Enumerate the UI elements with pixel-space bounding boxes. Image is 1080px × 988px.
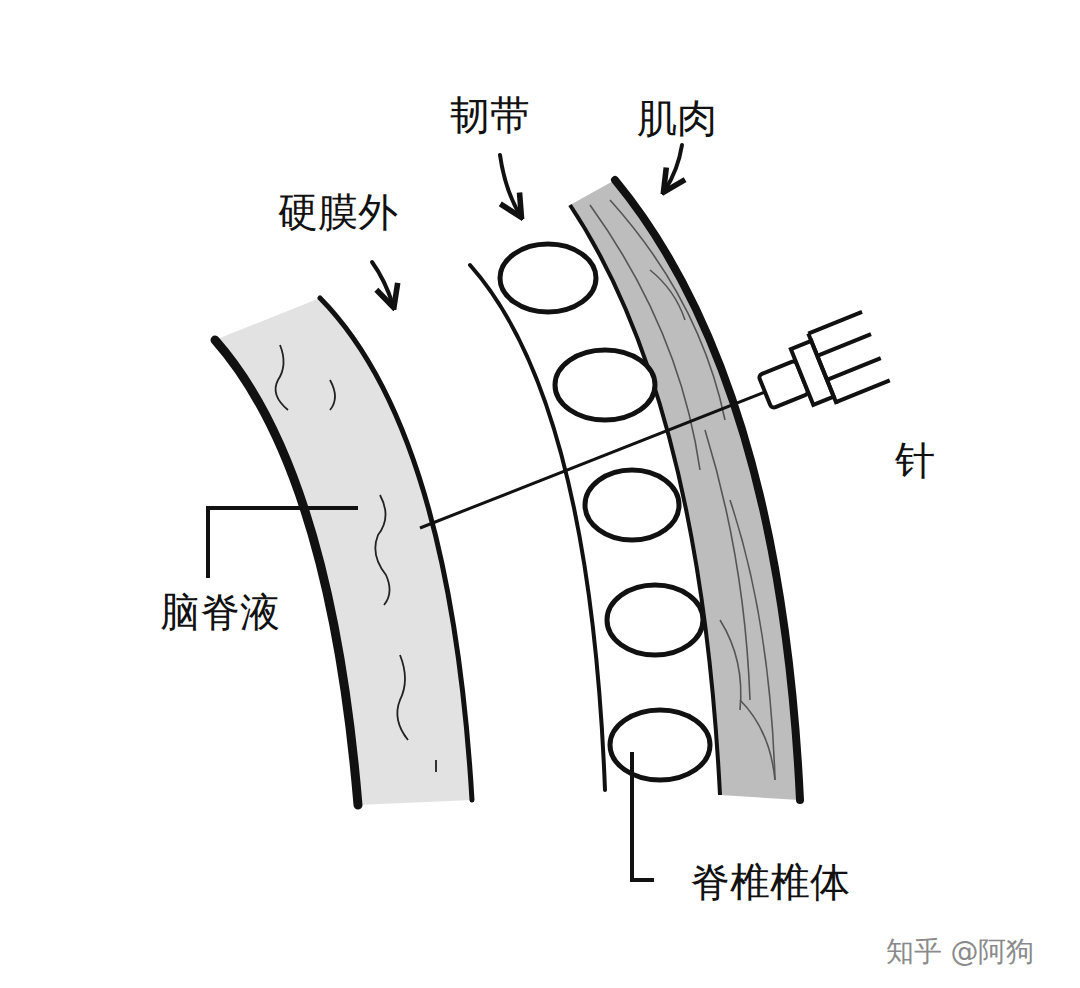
csf-band xyxy=(215,298,472,805)
part-label: 脊椎椎体 xyxy=(690,860,850,904)
csf-waves xyxy=(276,345,436,772)
watermark: 知乎 @阿狗 xyxy=(886,937,1035,968)
dura-outer-line xyxy=(320,298,472,800)
vertebrae xyxy=(500,244,710,780)
vertebra-leader xyxy=(632,752,654,880)
ligament-line xyxy=(470,265,605,790)
part-label: 硬膜外 xyxy=(278,190,398,234)
part-label: 韧带 xyxy=(450,93,530,137)
part-label: 脑脊液 xyxy=(160,590,280,634)
muscle-band xyxy=(570,180,800,800)
csf-leader xyxy=(208,508,358,578)
needle-shaft xyxy=(420,392,765,528)
syringe xyxy=(751,312,891,427)
part-label: 肌肉 xyxy=(637,96,717,140)
part-label: 针 xyxy=(895,438,935,482)
dura-inner-line xyxy=(215,340,358,805)
label-arrows xyxy=(372,145,682,305)
